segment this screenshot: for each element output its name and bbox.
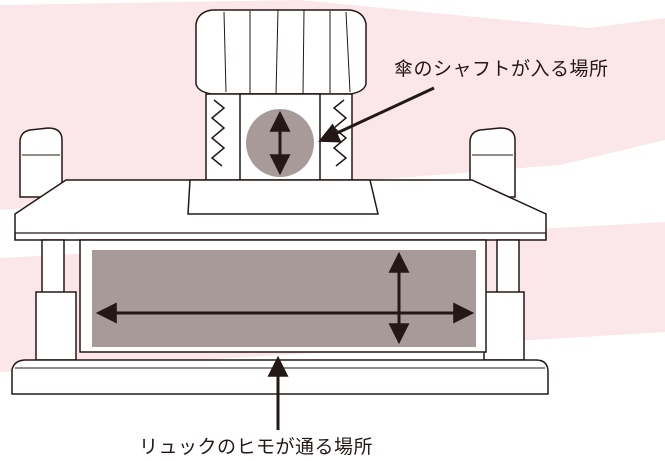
knob-base [187,179,379,215]
left-thread [210,99,226,167]
left-pillar [41,239,65,299]
left-post-top [19,127,63,198]
right-pillar [496,239,520,299]
knob-ridges [223,9,351,95]
strap-slot [92,250,476,347]
left-pillar-base [35,291,77,361]
backpack-strap-label: リュックのヒモが通る場所 [139,436,374,458]
right-pillar-base [483,291,525,361]
umbrella-shaft-label: 傘のシャフトが入る場所 [394,58,609,80]
top-plate-underside [14,232,547,240]
knob [195,9,367,95]
right-post-top [469,127,516,198]
base-plate [11,359,549,395]
leader-line-shaft [318,86,435,143]
